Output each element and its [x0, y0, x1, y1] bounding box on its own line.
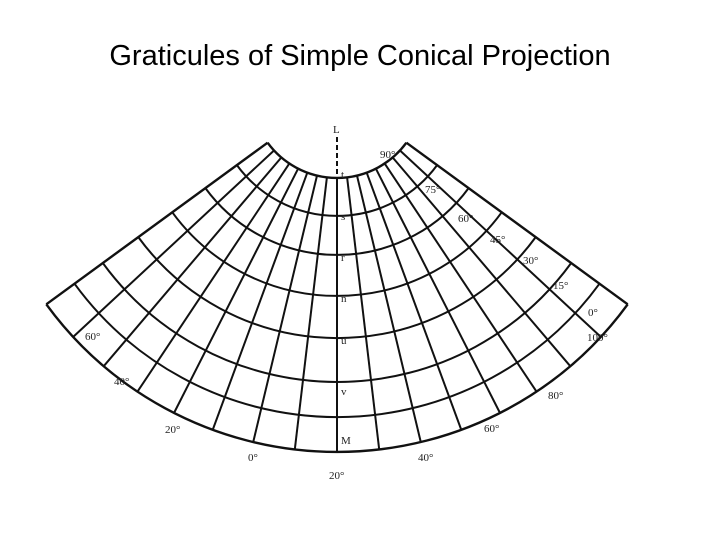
meridian-line: [346, 177, 381, 450]
meridian-line: [356, 175, 422, 443]
meridian-line: [375, 168, 501, 414]
axis-letter-l: L: [333, 124, 340, 136]
meridian-line: [365, 172, 463, 431]
meridian-line: [72, 149, 275, 338]
meridian-label-60: 60°: [484, 423, 499, 435]
axis-letter-m: M: [341, 435, 351, 447]
graticule-labels: L t s r n u v M 90° 75° 60° 45° 30° 15° …: [85, 124, 608, 482]
axis-letter-s: s: [341, 211, 345, 223]
edge-meridian: [45, 141, 269, 306]
meridian-label-left-20: 20°: [165, 424, 180, 436]
parallel-label-45: 45°: [490, 234, 505, 246]
slide-title: Graticules of Simple Conical Projection: [109, 40, 611, 72]
meridian-line: [102, 156, 283, 367]
meridian-line: [136, 163, 291, 393]
parallel-label-75: 75°: [425, 184, 440, 196]
axis-letter-n: n: [341, 293, 347, 305]
meridian-line: [399, 149, 602, 338]
axis-letter-t: t: [341, 169, 344, 181]
meridian-label-left-40: 40°: [114, 376, 129, 388]
edge-meridian: [405, 141, 629, 306]
axis-letter-r: r: [341, 252, 345, 264]
parallel-label-left-60: 60°: [85, 331, 100, 343]
meridian-label-40: 40°: [418, 452, 433, 464]
meridian-line: [383, 163, 538, 393]
parallel-label-15: 15°: [553, 280, 568, 292]
meridian-label-100: 100°: [587, 332, 608, 344]
meridian-label-20: 20°: [329, 470, 344, 482]
meridian-line: [391, 156, 572, 367]
axis-letter-u: u: [341, 335, 347, 347]
parallel-label-30: 30°: [523, 255, 538, 267]
meridian-line: [252, 175, 318, 443]
inner-boundary-arc: [266, 141, 408, 180]
axis-letter-v: v: [341, 386, 347, 398]
parallel-label-0: 0°: [588, 307, 598, 319]
meridian-line: [173, 168, 299, 414]
parallel-label-60: 60°: [458, 213, 473, 225]
meridian-label-left-0: 0°: [248, 452, 258, 464]
meridian-line: [211, 172, 309, 431]
graticule-grid: [45, 141, 629, 454]
meridian-label-80: 80°: [548, 390, 563, 402]
parallel-label-90: 90°: [380, 149, 395, 161]
meridian-line: [293, 177, 328, 450]
